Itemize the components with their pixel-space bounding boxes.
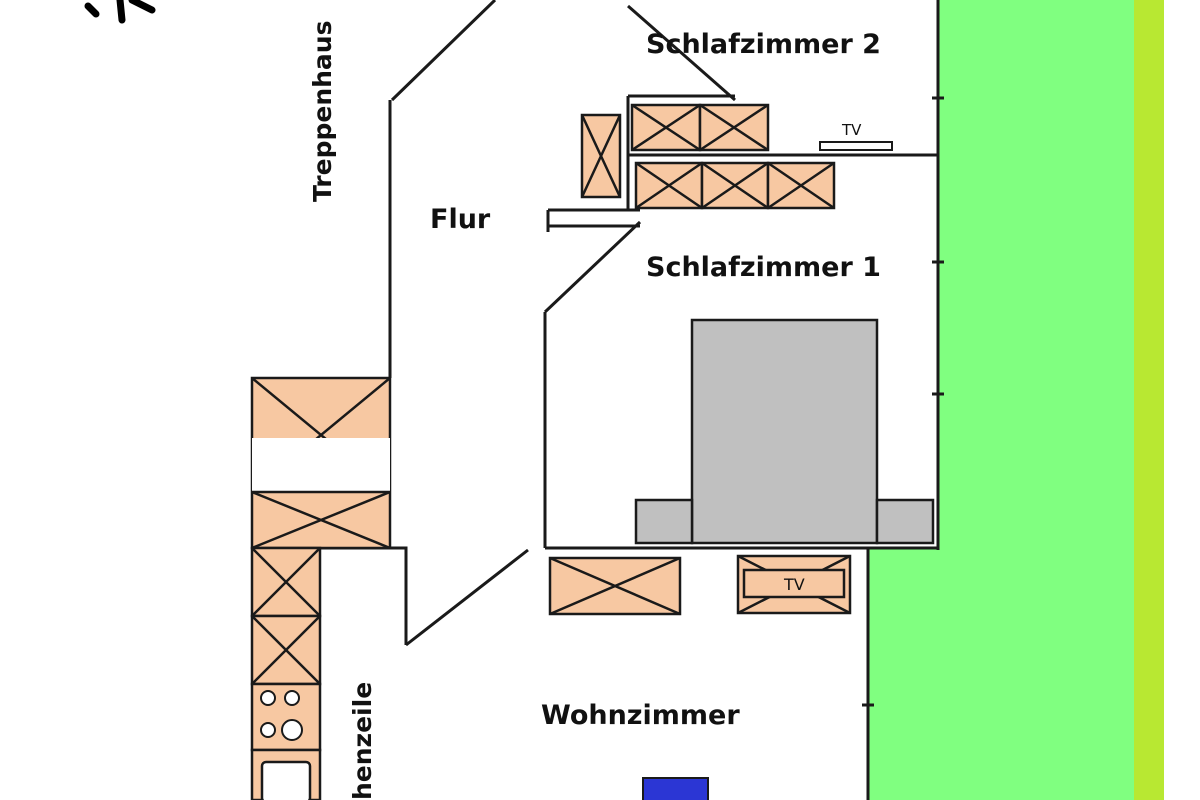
tv-cabinet-living	[736, 554, 852, 615]
wardrobe-bedroom2-top	[630, 103, 770, 152]
room-label-flur: Flur	[430, 204, 491, 235]
tv-label-living: TV	[783, 575, 805, 594]
north-arrow-icon	[84, 0, 156, 24]
blue-chair	[642, 777, 709, 800]
tv-stand-bedroom2	[819, 141, 893, 151]
cabinet-tall-left	[250, 376, 392, 550]
kitchen-units	[250, 546, 322, 800]
room-label-schlafzimmer-1: Schlafzimmer 1	[646, 252, 881, 283]
nightstand-right	[875, 498, 935, 545]
garden-area-lower	[868, 548, 940, 800]
room-label-treppenhaus: Treppenhaus	[308, 21, 337, 202]
room-label-wohnzimmer: Wohnzimmer	[541, 700, 740, 731]
walls	[320, 0, 940, 800]
window-marks	[862, 96, 944, 707]
wardrobe-bedroom1	[634, 161, 836, 210]
garden-border-strip	[1134, 0, 1164, 800]
room-label-kuechenzeile: henzeile	[348, 682, 377, 800]
garden-area	[938, 0, 1138, 800]
tv-label-bedroom2: TV	[841, 121, 862, 139]
sideboard-living	[548, 556, 682, 616]
cabinet-flur	[580, 113, 622, 199]
bed	[634, 318, 935, 545]
stove-icon	[260, 690, 303, 741]
room-label-schlafzimmer-2: Schlafzimmer 2	[646, 29, 881, 60]
nightstand-left	[634, 498, 694, 545]
